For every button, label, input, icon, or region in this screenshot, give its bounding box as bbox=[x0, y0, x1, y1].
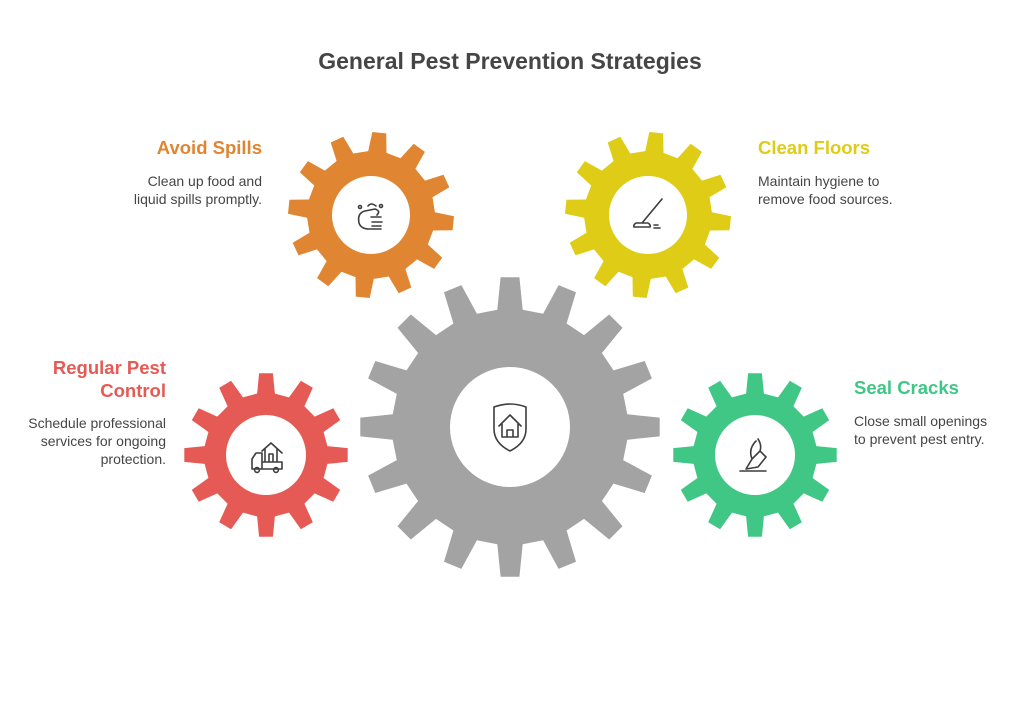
washing-hands-icon bbox=[357, 203, 384, 230]
sealant-icon bbox=[739, 438, 767, 472]
center-gear bbox=[360, 277, 660, 577]
clean-floors-title: Clean Floors bbox=[758, 137, 871, 158]
broom-icon bbox=[632, 198, 663, 229]
seal-cracks-title: Seal Cracks bbox=[854, 377, 959, 398]
page-title: General Pest Prevention Strategies bbox=[318, 48, 702, 74]
pest-control-truck-icon bbox=[251, 442, 283, 474]
regular-pest-control-gear bbox=[184, 373, 348, 537]
avoid-spills-description: Clean up food and liquid spills promptly… bbox=[133, 173, 262, 207]
shield-home-icon bbox=[493, 403, 527, 452]
regular-pest-control-title: Regular Pest Control bbox=[52, 357, 166, 401]
regular-pest-control-description: Schedule professional services for ongoi… bbox=[28, 415, 166, 467]
avoid-spills-title: Avoid Spills bbox=[156, 137, 262, 158]
avoid-spills-gear bbox=[288, 132, 454, 298]
clean-floors-description: Maintain hygiene to remove food sources. bbox=[758, 173, 893, 207]
seal-cracks-description: Close small openings to prevent pest ent… bbox=[854, 413, 988, 447]
